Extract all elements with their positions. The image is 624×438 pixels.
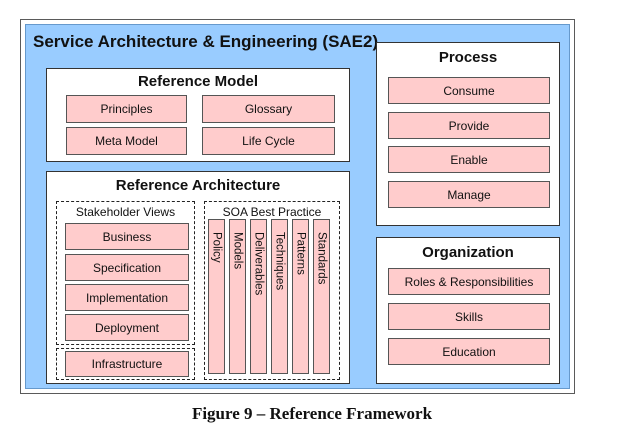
diagram-title: Service Architecture & Engineering (SAE2… [33,32,379,51]
manage-box: Manage [388,181,550,208]
specification-box: Specification [65,254,189,281]
models-bar: Models [229,219,246,374]
business-box: Business [65,223,189,250]
life-cycle-box: Life Cycle [202,127,335,155]
process-title: Process [438,49,498,66]
process-panel: Process Consume Provide Enable Manage [376,42,560,226]
infrastructure-box: Infrastructure [65,351,189,377]
consume-box: Consume [388,77,550,104]
provide-box: Provide [388,112,550,139]
soa-best-practice-title: SOA Best Practice [222,205,322,219]
patterns-bar: Patterns [292,219,309,374]
stakeholder-views-title: Stakeholder Views [75,205,176,219]
reference-architecture-title: Reference Architecture [115,177,281,194]
patterns-label: Patterns [294,232,307,275]
enable-box: Enable [388,146,550,173]
figure-caption: Figure 9 – Reference Framework [191,404,433,423]
principles-box: Principles [66,95,187,123]
standards-label: Standards [315,232,328,285]
stakeholder-views-group: Stakeholder Views Business Specification… [56,201,195,345]
organization-title: Organization [422,244,514,261]
education-box: Education [388,338,550,365]
infrastructure-group: Infrastructure [56,348,195,380]
policy-bar: Policy [208,219,225,374]
glossary-box: Glossary [202,95,335,123]
policy-label: Policy [210,232,223,263]
skills-box: Skills [388,303,550,330]
techniques-label: Techniques [273,232,286,291]
organization-panel: Organization Roles & Responsibilities Sk… [376,237,560,384]
implementation-box: Implementation [65,284,189,311]
techniques-bar: Techniques [271,219,288,374]
standards-bar: Standards [313,219,330,374]
models-label: Models [231,232,244,270]
roles-responsibilities-box: Roles & Responsibilities [388,268,550,295]
deliverables-label: Deliverables [252,232,265,296]
meta-model-box: Meta Model [66,127,187,155]
reference-model-panel: Reference Model Principles Glossary Meta… [46,68,350,162]
reference-architecture-panel: Reference Architecture Stakeholder Views… [46,171,350,384]
deployment-box: Deployment [65,314,189,341]
soa-best-practice-group: SOA Best Practice Policy Models Delivera… [204,201,340,380]
reference-model-title: Reference Model [137,73,259,90]
deliverables-bar: Deliverables [250,219,267,374]
